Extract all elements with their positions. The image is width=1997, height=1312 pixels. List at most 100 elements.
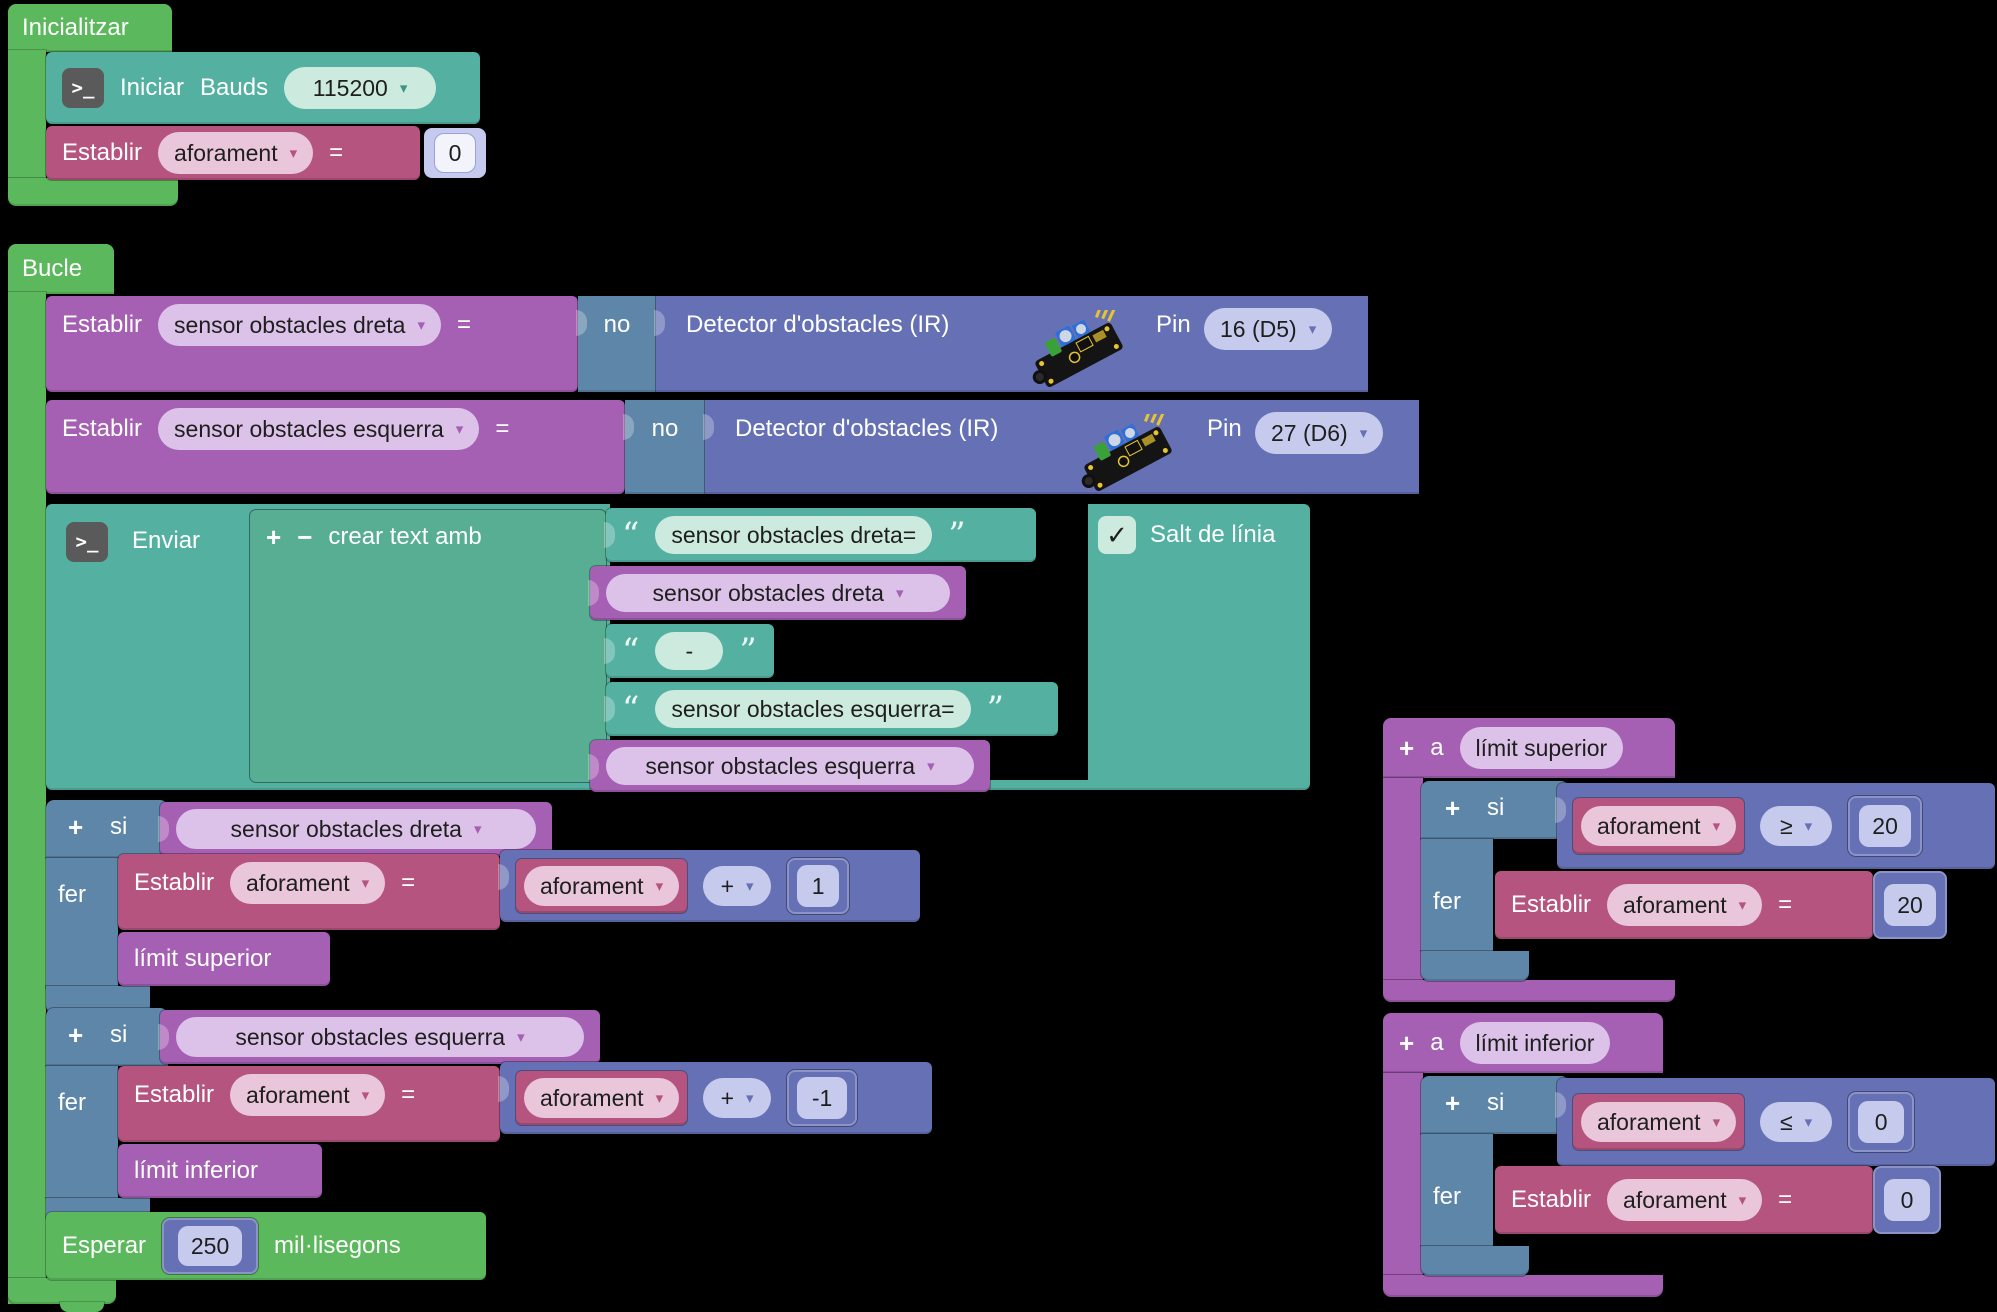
mutator-plus-button[interactable]: + [266,522,282,552]
function-def-header[interactable]: + a límit superior [1383,718,1675,778]
chevron-down-icon: ▾ [1359,424,1368,442]
set-variable-block[interactable]: Establir aforament ▾ = [118,854,500,930]
condition-variable-block[interactable]: sensor obstacles esquerra ▾ [158,1010,600,1064]
number-shadow-block[interactable]: 20 [1873,871,1947,939]
text-input[interactable]: sensor obstacles esquerra= [655,690,971,728]
mutator-plus-button[interactable]: + [1445,1088,1461,1118]
init-hat-block[interactable]: Inicialitzar [8,4,172,52]
if-block-header[interactable]: + si [1421,781,1569,839]
text-string-block[interactable]: “ sensor obstacles dreta= ” [604,508,1036,562]
number-shadow-block[interactable]: 250 [162,1218,259,1274]
loop-hat-block[interactable]: Bucle [8,244,114,294]
number-shadow-block[interactable]: 0 [424,128,486,178]
newline-checkbox[interactable]: ✓ [1098,516,1136,554]
mutator-plus-button[interactable]: + [68,812,84,842]
variable-get-block[interactable]: aforament ▾ [1573,798,1745,854]
variable-dropdown[interactable]: aforament ▾ [158,132,314,174]
mutator-plus-button[interactable]: + [1445,793,1461,823]
math-arithmetic-block[interactable]: aforament ▾ + ▾ -1 [498,1062,932,1134]
serial-begin-block[interactable]: >_ Iniciar Bauds 115200 ▾ [46,52,480,124]
mutator-minus-button[interactable]: − [297,522,313,552]
if-block-header[interactable]: + si [1421,1076,1569,1134]
wait-block[interactable]: Esperar 250 mil·lisegons [46,1212,486,1280]
function-name-input[interactable]: límit inferior [1459,1022,1611,1064]
set-variable-block-init[interactable]: Establir aforament ▾ = [46,126,420,180]
socket-notch [623,414,634,440]
number-shadow-block[interactable]: 0 [1848,1092,1915,1152]
number-shadow-block[interactable]: -1 [787,1070,858,1126]
number-input[interactable]: 0 [1858,1101,1905,1143]
mutator-plus-button[interactable]: + [68,1020,84,1050]
mutator-plus-button[interactable]: + [1399,733,1415,763]
function-foot [1383,980,1675,1002]
variable-dropdown[interactable]: aforament ▾ [1607,1179,1763,1221]
ir-obstacle-sensor-block[interactable]: Detector d'obstacles (IR) Pin [703,400,1419,494]
number-input[interactable]: -1 [797,1077,848,1119]
function-call-block[interactable]: límit inferior [118,1144,322,1198]
set-variable-block[interactable]: Establir aforament ▾ = [1495,871,1873,939]
logic-compare-block[interactable]: aforament ▾ ≥ ▾ 20 [1555,783,1995,869]
logic-compare-block[interactable]: aforament ▾ ≤ ▾ 0 [1555,1078,1995,1166]
number-shadow-block[interactable]: 0 [1873,1166,1941,1234]
variable-dropdown[interactable]: aforament ▾ [230,862,386,904]
function-name-input[interactable]: límit superior [1459,727,1624,769]
set-variable-block-sensor-left[interactable]: Establir sensor obstacles esquerra ▾ = [46,400,625,494]
operator-dropdown[interactable]: + ▾ [703,1078,772,1118]
logic-not-block[interactable]: no [623,400,705,494]
variable-get-block[interactable]: sensor obstacles esquerra ▾ [588,740,990,792]
if-block-header[interactable]: + si [46,1008,168,1066]
function-def-header[interactable]: + a límit inferior [1383,1013,1663,1073]
math-arithmetic-block[interactable]: aforament ▾ + ▾ 1 [498,850,920,922]
pin-dropdown[interactable]: 27 (D6) ▾ [1255,412,1384,454]
comparison-operator-dropdown[interactable]: ≤ ▾ [1760,1102,1833,1142]
variable-get-block[interactable]: sensor obstacles dreta ▾ [588,566,966,620]
variable-dropdown[interactable]: sensor obstacles esquerra ▾ [158,408,480,450]
number-shadow-block[interactable]: 1 [787,858,850,914]
create-text-block[interactable]: + − crear text amb [250,510,606,782]
number-input[interactable]: 0 [1884,1179,1930,1221]
variable-dropdown[interactable]: aforament ▾ [1581,806,1737,846]
variable-dropdown[interactable]: sensor obstacles dreta ▾ [158,304,441,346]
variable-get-block[interactable]: aforament ▾ [516,859,688,913]
condition-variable-block[interactable]: sensor obstacles dreta ▾ [158,802,552,856]
variable-dropdown[interactable]: sensor obstacles dreta ▾ [606,574,950,612]
variable-dropdown[interactable]: aforament ▾ [524,866,680,906]
text-string-block[interactable]: “ - ” [604,624,774,678]
variable-dropdown[interactable]: sensor obstacles esquerra ▾ [176,1017,584,1057]
set-variable-block[interactable]: Establir aforament ▾ = [1495,1166,1873,1234]
comparison-operator-dropdown[interactable]: ≥ ▾ [1760,806,1833,846]
number-shadow-block[interactable]: 20 [1848,796,1923,856]
chevron-down-icon: ▾ [289,144,298,162]
variable-dropdown[interactable]: aforament ▾ [1607,884,1763,926]
ir-obstacle-sensor-block[interactable]: Detector d'obstacles (IR) Pin [654,296,1368,392]
variable-dropdown[interactable]: sensor obstacles esquerra ▾ [606,747,974,785]
set-variable-block-sensor-right[interactable]: Establir sensor obstacles dreta ▾ = [46,296,578,392]
baud-rate-dropdown[interactable]: 115200 ▾ [284,67,437,109]
number-input[interactable]: 1 [797,865,840,907]
init-title: Inicialitzar [22,14,129,41]
text-input[interactable]: - [655,632,724,670]
logic-not-block[interactable]: no [576,296,656,392]
set-variable-block[interactable]: Establir aforament ▾ = [118,1066,500,1142]
number-input[interactable]: 20 [1884,884,1936,926]
mutator-plus-button[interactable]: + [1399,1028,1415,1058]
function-call-block[interactable]: límit superior [118,932,330,986]
number-input[interactable]: 20 [1859,805,1912,847]
function-left-spine [1383,778,1423,982]
variable-dropdown[interactable]: aforament ▾ [230,1074,386,1116]
variable-get-block[interactable]: aforament ▾ [516,1071,688,1125]
variable-dropdown[interactable]: sensor obstacles dreta ▾ [176,809,536,849]
variable-get-block[interactable]: aforament ▾ [1573,1094,1745,1150]
variable-dropdown[interactable]: aforament ▾ [1581,1102,1737,1142]
text-input[interactable]: sensor obstacles dreta= [655,516,933,554]
if-block-header[interactable]: + si [46,800,168,858]
number-input[interactable]: 250 [178,1226,243,1266]
number-input[interactable]: 0 [434,133,476,173]
chevron-down-icon: ▾ [361,1086,370,1104]
text-string-block[interactable]: “ sensor obstacles esquerra= ” [604,682,1058,736]
variable-dropdown[interactable]: aforament ▾ [524,1078,680,1118]
operator-dropdown[interactable]: + ▾ [703,866,772,906]
pin-dropdown[interactable]: 16 (D5) ▾ [1204,308,1333,350]
open-quote-icon: “ [622,689,640,729]
